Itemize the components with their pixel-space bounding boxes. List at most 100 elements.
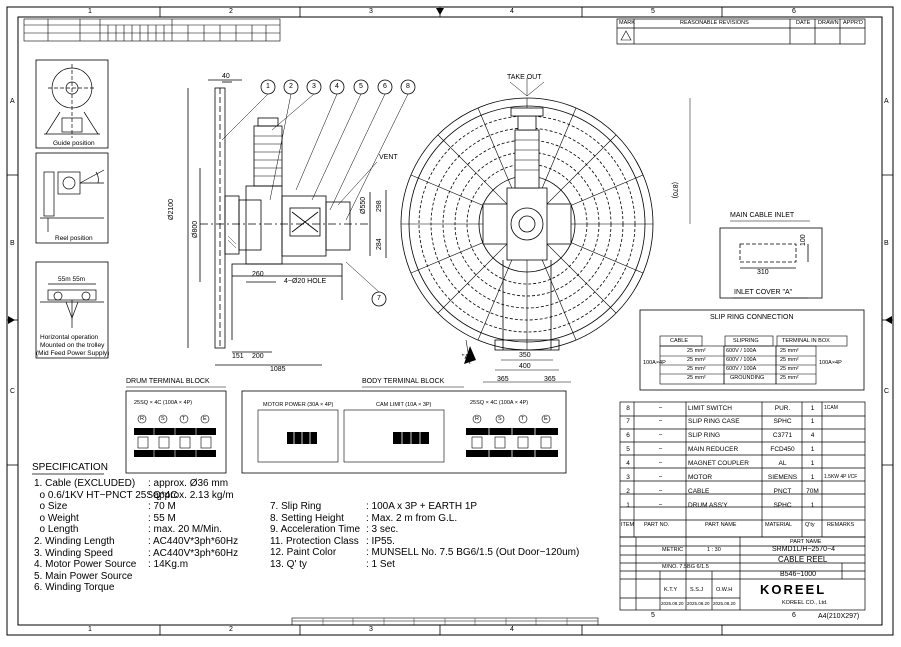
balloon-6: 6 bbox=[383, 83, 387, 90]
spec-right-values: : 100A x 3P + EARTH 1P: Max. 2 m from G.… bbox=[366, 501, 579, 571]
slip-ring-term-2: 25 mm² bbox=[780, 366, 799, 372]
motor-power-label: MOTOR POWER (30A × 4P) bbox=[263, 402, 334, 408]
spec-left-list: 1. Cable (EXCLUDED) o 0.6/1KV HT−PNCT 25… bbox=[34, 478, 178, 594]
bom-cell-mat: AL bbox=[778, 460, 787, 467]
col-label-bottom-6: 6 bbox=[792, 612, 796, 619]
rev-header-apprd: APPR'D bbox=[843, 20, 863, 26]
dia-550: Ø550 bbox=[360, 196, 367, 214]
slip-ring-slip-0: 600V / 100A bbox=[726, 348, 757, 354]
dim-400: 400 bbox=[519, 363, 531, 370]
dim-870: (870) bbox=[671, 182, 678, 199]
spec-item: 8. Setting Height bbox=[270, 512, 344, 524]
bom-cell-qty: 1 bbox=[810, 446, 815, 453]
bom-cell-part: − bbox=[658, 405, 663, 412]
slip-ring-slip-3: GROUNDING bbox=[730, 375, 765, 381]
col-label-top-5: 5 bbox=[651, 8, 655, 15]
take-out-label: TAKE OUT bbox=[507, 74, 542, 81]
spec-value: : 3 sec. bbox=[366, 524, 399, 536]
vent-label: VENT bbox=[379, 154, 398, 161]
slip-ring-right-label: 100A×4P bbox=[819, 360, 842, 366]
dim-200: 200 bbox=[252, 353, 264, 360]
bom-header-material: MATERIAL bbox=[765, 522, 793, 528]
spec-title: SPECIFICATION bbox=[32, 462, 108, 473]
tb-drawn: K.T.Y bbox=[664, 587, 678, 593]
slip-ring-left-label: 100A×4P bbox=[643, 360, 666, 366]
bom-cell-mat: SIEMENS bbox=[767, 474, 798, 481]
bom-cell-mat: SPHC bbox=[773, 502, 792, 509]
dim-260: 260 bbox=[252, 271, 264, 278]
bom-cell-qty: 1 bbox=[810, 405, 815, 412]
bom-cell-part: − bbox=[658, 432, 663, 439]
bom-cell-item: 4 bbox=[626, 460, 630, 467]
cable-inlet-title: MAIN CABLE INLET bbox=[730, 212, 795, 219]
dim-350: 350 bbox=[519, 352, 531, 359]
row-label-left-b: B bbox=[10, 240, 15, 247]
guide-position-label: Guide position bbox=[53, 140, 95, 147]
bom-cell-item: 3 bbox=[626, 474, 630, 481]
spec-value: : AC440V*3ph*60Hz bbox=[148, 547, 239, 559]
slip-ring-term-1: 25 mm² bbox=[780, 357, 799, 363]
row-label-right-a: A bbox=[884, 98, 889, 105]
spec-item: o Length bbox=[34, 524, 79, 536]
col-label-top-3: 3 bbox=[369, 8, 373, 15]
tb-date2: 2025.08.20 bbox=[687, 601, 710, 606]
tb-checked: S.S.J bbox=[690, 587, 704, 593]
spec-item: 1. Cable (EXCLUDED) bbox=[34, 478, 136, 489]
bom-cell-name: DRUM ASS'Y bbox=[688, 502, 728, 509]
cam-limit-label: CAM LIMIT (10A × 3P) bbox=[376, 402, 432, 408]
balloon-1: 1 bbox=[266, 83, 270, 90]
bom-cell-name: MAGNET COUPLER bbox=[688, 460, 749, 467]
body-term-s: S bbox=[498, 416, 502, 422]
spec-item: 6. Winding Torque bbox=[34, 582, 115, 594]
sheet-size: A4(210X297) bbox=[818, 613, 860, 620]
horizontal-op-line3: (Mid Feed Power Supply) bbox=[36, 350, 110, 357]
col-label-top-2: 2 bbox=[229, 8, 233, 15]
spec-value: : Max. 2 m from G.L. bbox=[366, 512, 458, 524]
tb-approved: O.W.H bbox=[716, 587, 733, 593]
spec-value: : approx. Ø36 mm bbox=[148, 478, 229, 489]
spec-item: 7. Slip Ring bbox=[270, 501, 322, 512]
bom-cell-name: LIMIT SWITCH bbox=[688, 405, 732, 412]
body-main-label: 25SQ × 4C (100A × 4P) bbox=[470, 400, 529, 406]
spec-value: : max. 20 M/Min. bbox=[148, 524, 222, 536]
spec-item: 4. Motor Power Source bbox=[34, 559, 137, 571]
spec-item: 2. Winding Length bbox=[34, 535, 115, 547]
col-label-bottom-4: 4 bbox=[510, 626, 514, 633]
dim-1085: 1085 bbox=[270, 366, 286, 373]
tb-scale: 1 : 30 bbox=[707, 547, 721, 553]
bom-cell-name: MOTOR bbox=[688, 474, 713, 481]
rev-header-drawn: DRAWN bbox=[818, 20, 839, 26]
slip-ring-cable-2: 25 mm² bbox=[687, 366, 706, 372]
bom-cell-part: − bbox=[658, 446, 663, 453]
drum-terminal-title: DRUM TERMINAL BLOCK bbox=[126, 378, 210, 385]
balloon-7: 7 bbox=[377, 295, 381, 302]
dim-151: 151 bbox=[232, 353, 244, 360]
col-label-top-4: 4 bbox=[510, 8, 514, 15]
dia-800: Ø800 bbox=[192, 220, 199, 238]
spec-item: o Weight bbox=[34, 512, 79, 524]
col-label-bottom-5: 5 bbox=[651, 612, 655, 619]
bom-header-qty: Q'ty bbox=[805, 522, 815, 528]
spec-value: : MUNSELL No. 7.5 BG6/1.5 (Out Door−120u… bbox=[366, 547, 580, 559]
bom-cell-name: SLIP RING bbox=[688, 432, 721, 439]
hole-label: 4−Ø20 HOLE bbox=[284, 278, 327, 285]
bom-cell-part: − bbox=[658, 474, 663, 481]
col-label-bottom-2: 2 bbox=[229, 626, 233, 633]
body-terminal-title: BODY TERMINAL BLOCK bbox=[362, 378, 445, 385]
bom-cell-rem: 1CAM bbox=[824, 405, 838, 411]
drum-term-t: T bbox=[182, 416, 186, 422]
bom-cell-item: 8 bbox=[626, 405, 630, 412]
bom-cell-mat: PUR. bbox=[774, 405, 791, 412]
tb-drawing-no: SRMD1L/H−2570−4 bbox=[772, 546, 836, 553]
spec-item: 13. Q' ty bbox=[270, 558, 307, 570]
bom-cell-item: 1 bbox=[626, 502, 630, 509]
slip-ring-cable-3: 25 mm² bbox=[687, 375, 706, 381]
drum-terminal-label: 25SQ × 4C (100A × 4P) bbox=[134, 400, 193, 406]
dia-2100: Ø2100 bbox=[168, 198, 175, 220]
bom-cell-item: 5 bbox=[626, 446, 630, 453]
slip-ring-header-terminal: TERMINAL IN BOX bbox=[782, 338, 830, 344]
row-label-right-c: C bbox=[884, 388, 890, 395]
